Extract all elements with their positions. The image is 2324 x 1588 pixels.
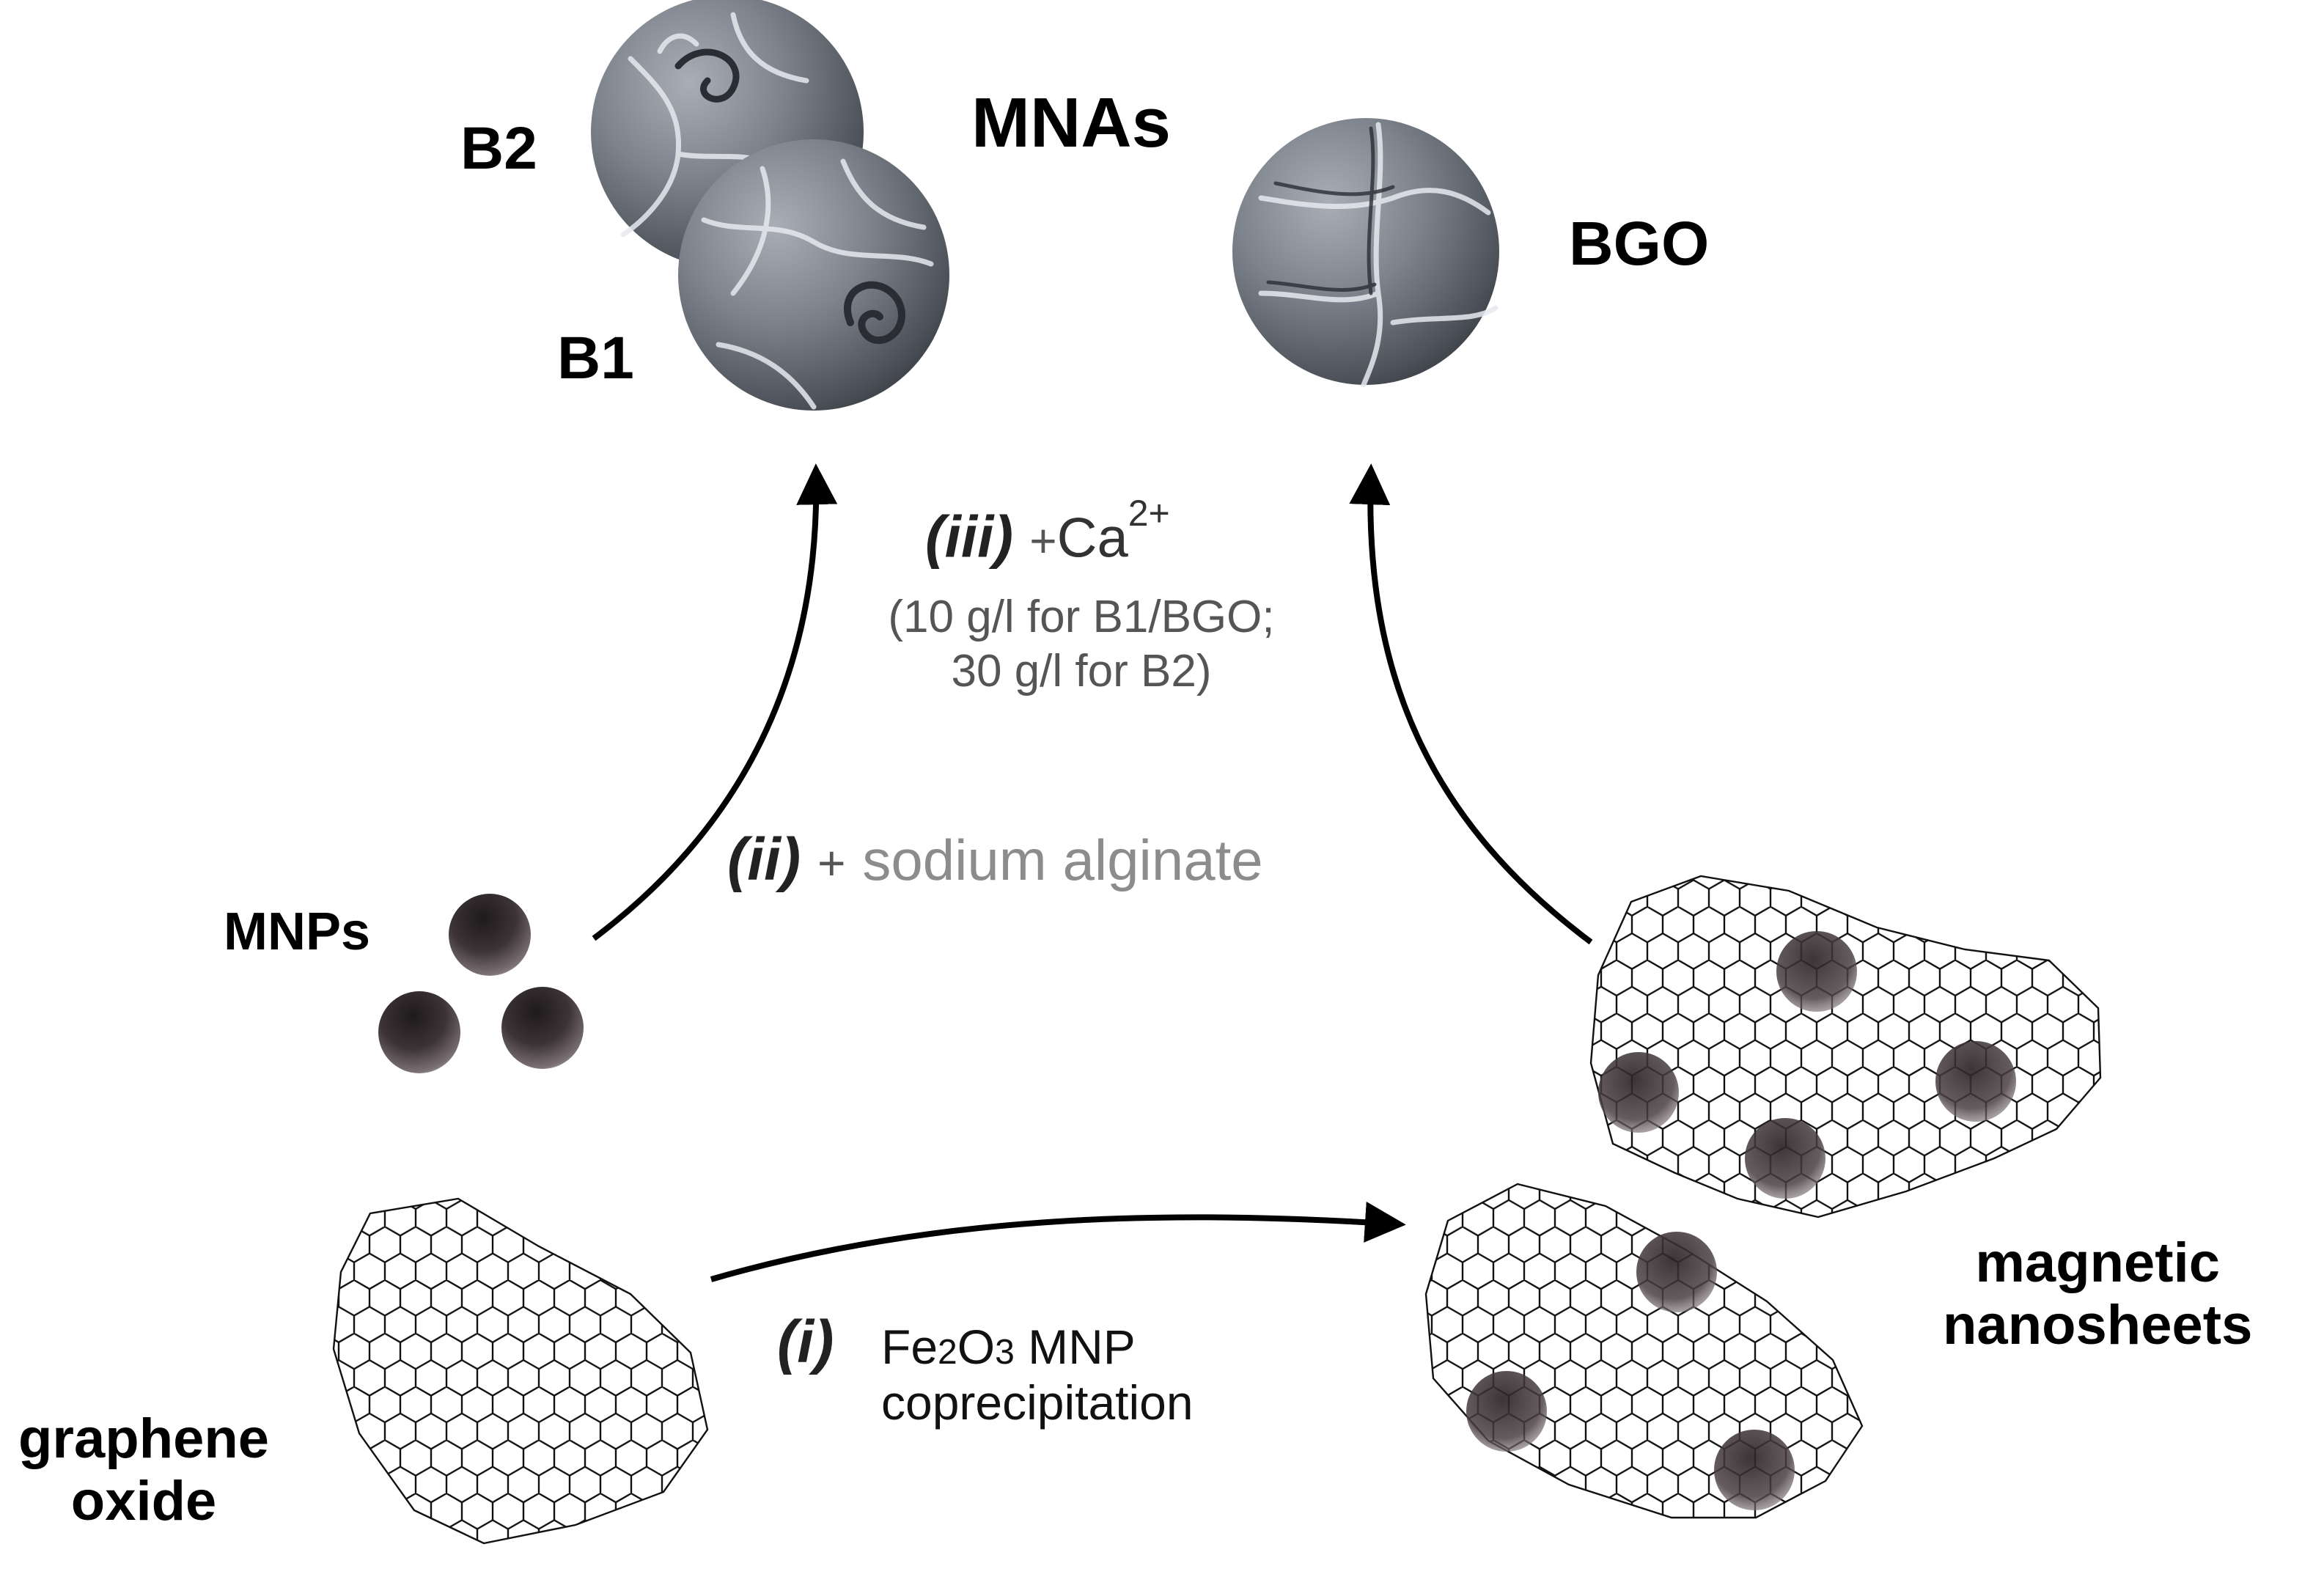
label-graphene-oxide-line2: oxide [70,1470,217,1533]
step-iii-plus: + [1029,514,1057,567]
step-ii-plus: + [817,836,846,890]
bead-bgo [1232,118,1499,388]
step-ii-reagent: sodium alginate [862,828,1263,892]
label-mnps: MNPs [224,903,371,961]
step-i-numeral: (i) [777,1309,834,1375]
step-i-numeral-wrap: (i) [777,1312,834,1372]
step-iii-note: (10 g/l for B1/BGO; 30 g/l for B2) [847,590,1316,699]
label-graphene-oxide-line1: graphene [18,1408,270,1470]
step-i-description: Fe2O3 MNP coprecipitation [881,1320,1194,1431]
step-iii-note-line2: 30 g/l for B2) [951,646,1212,697]
step-i-fe-sub: 2 [938,1333,957,1372]
label-magnetic-nanosheets-line2: nanosheets [1943,1294,2253,1357]
label-bgo: BGO [1569,209,1710,278]
label-graphene-oxide: graphene oxide [18,1408,269,1532]
step-i-o: O [957,1320,996,1374]
magnetic-nanosheet-upper [1589,875,2102,1218]
mnp-cluster [378,894,584,1073]
step-i-o-sub: 3 [995,1333,1015,1372]
label-b1: B1 [557,325,634,392]
step-iii-note-line1: (10 g/l for B1/BGO; [888,592,1275,642]
arrow-nanosheets-to-bgo [1349,463,1593,945]
label-magnetic-nanosheets-line1: magnetic [1975,1232,2220,1294]
step-ii-numeral: (ii) [727,826,801,893]
graphene-oxide-sheet [332,1197,709,1545]
step-ii: (ii) + sodium alginate [727,830,1263,890]
arrow-step-i [710,1201,1406,1282]
step-i-line1: Fe2O3 MNP [881,1320,1194,1375]
step-iii-reagent: Ca [1056,507,1128,570]
step-i-rest: MNP [1014,1320,1136,1374]
step-iii: (iii) +Ca2+ [925,495,1170,567]
label-mnas: MNAs [971,84,1172,162]
step-i-fe: Fe [881,1320,938,1374]
step-iii-numeral: (iii) [925,504,1013,570]
bead-b1 [678,139,949,411]
step-iii-charge: 2+ [1128,493,1170,534]
step-i-line2: coprecipitation [881,1375,1194,1430]
arrow-step-ii-iii [592,463,838,941]
label-b2: B2 [460,115,537,182]
magnetic-nanosheet-lower [1424,1183,1864,1519]
label-magnetic-nanosheets: magnetic nanosheets [1943,1232,2252,1356]
